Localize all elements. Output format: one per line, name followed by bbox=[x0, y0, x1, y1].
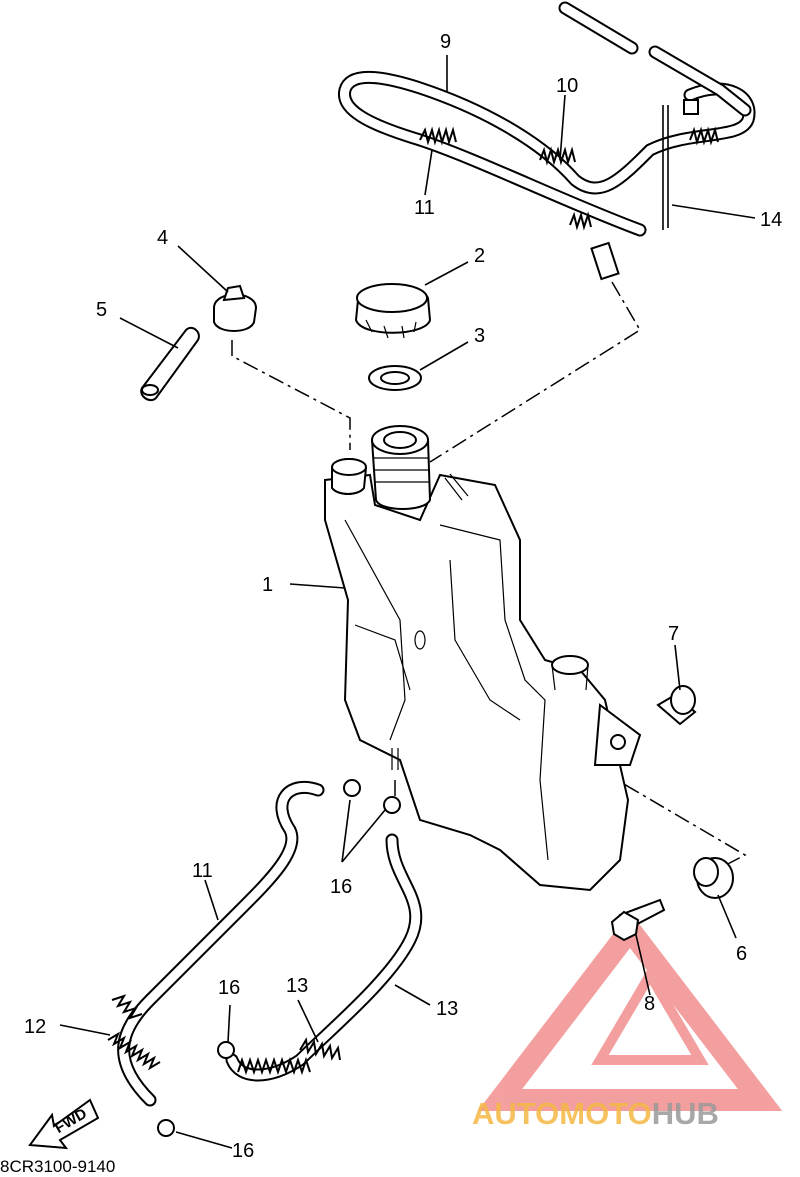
breather-pipe bbox=[140, 326, 200, 402]
callout-13a: 13 bbox=[286, 975, 308, 997]
part-code: 8CR3100-9140 bbox=[0, 1157, 115, 1176]
callout-2: 2 bbox=[474, 245, 485, 267]
watermark-auto: AUTO bbox=[472, 1096, 559, 1131]
radiator-cap bbox=[354, 283, 432, 339]
callout-15: 14 bbox=[760, 209, 782, 231]
callout-13b: 12 bbox=[24, 1016, 46, 1038]
callout-6: 6 bbox=[736, 943, 747, 965]
grommet-7 bbox=[656, 685, 697, 726]
leader-lines bbox=[59, 55, 756, 1149]
callout-4: 4 bbox=[157, 227, 168, 249]
fwd-arrow-icon: FWD bbox=[28, 1098, 100, 1150]
reservoir-tank bbox=[324, 425, 642, 892]
grommet-6 bbox=[693, 857, 734, 899]
bolt-8 bbox=[610, 898, 666, 942]
drain-hoses bbox=[107, 780, 423, 1107]
callout-16c: 16 bbox=[232, 1140, 254, 1162]
cap-gasket bbox=[368, 365, 422, 391]
callout-7: 7 bbox=[668, 623, 679, 645]
callout-12: 11 bbox=[192, 860, 213, 882]
callout-14: 13 bbox=[436, 998, 458, 1020]
watermark-text: AUTOMOTOHUB bbox=[472, 1096, 719, 1131]
callout-10: 10 bbox=[556, 75, 578, 97]
watermark-hub: HUB bbox=[652, 1096, 719, 1131]
callout-9: 9 bbox=[440, 31, 451, 53]
callout-16b: 16 bbox=[218, 977, 240, 999]
callout-numbers: 9 10 11 2 3 4 5 14 1 7 6 8 11 16 16 13 1… bbox=[24, 31, 782, 1162]
breather-cap bbox=[213, 284, 258, 332]
callout-11: 11 bbox=[414, 197, 435, 219]
callout-1: 1 bbox=[262, 574, 273, 596]
watermark-logo bbox=[477, 911, 783, 1111]
callout-8: 8 bbox=[644, 993, 655, 1015]
watermark-moto: MOTO bbox=[559, 1096, 651, 1131]
svg-text:AUTOMOTOHUB: AUTOMOTOHUB bbox=[472, 1096, 719, 1131]
callout-16a: 16 bbox=[330, 876, 352, 898]
hose-clips bbox=[157, 779, 401, 1137]
callout-3: 3 bbox=[474, 325, 485, 347]
callout-5: 5 bbox=[96, 299, 107, 321]
overflow-hose-assembly bbox=[338, 1, 756, 281]
